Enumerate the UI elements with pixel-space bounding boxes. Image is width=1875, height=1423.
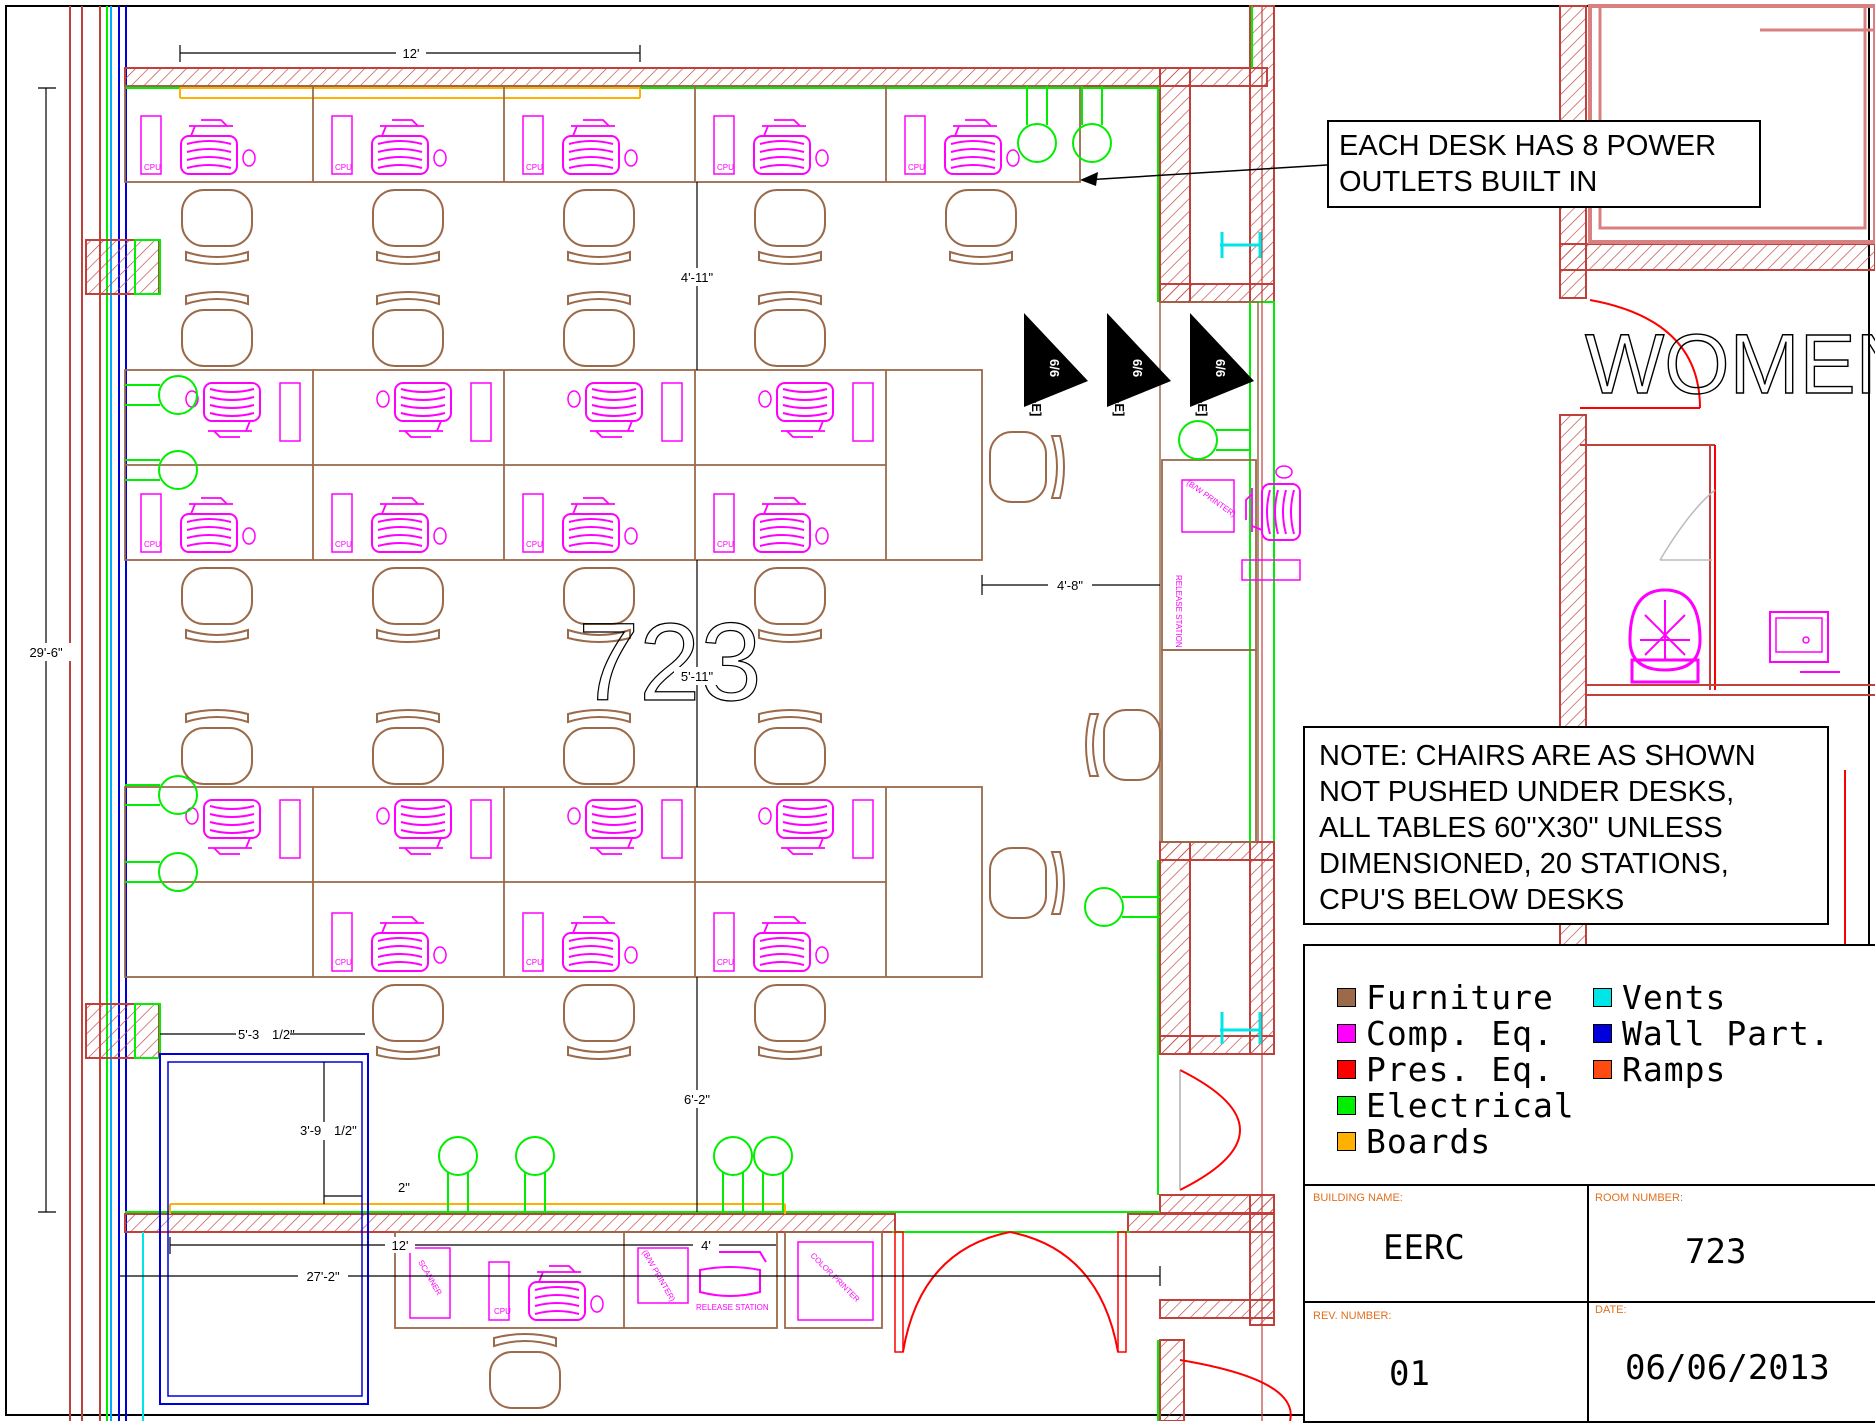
- dim-alcove-depth: 3'-9: [300, 1123, 321, 1138]
- legend-label: Vents: [1622, 978, 1727, 1017]
- power-outlets-callout: EACH DESK HAS 8 POWER OUTLETS BUILT IN: [1327, 120, 1761, 208]
- legend-swatch: [1337, 1096, 1356, 1115]
- tag-3-count: 6/6: [1213, 359, 1228, 377]
- legend-item-boards: Boards: [1337, 1122, 1491, 1161]
- cpu-label: CPU: [335, 163, 352, 172]
- title-block: BUILDING NAME: EERC ROOM NUMBER: 723 REV…: [1303, 1184, 1875, 1423]
- release-station-label: RELEASE STATION: [1174, 575, 1183, 648]
- tag-2-count: 6/6: [1130, 359, 1145, 377]
- power-outlets-text: EACH DESK HAS 8 POWER OUTLETS BUILT IN: [1339, 130, 1717, 198]
- dim-alcove-depth-frac: 1/2": [334, 1123, 357, 1138]
- desk-rows: [124, 85, 1257, 1329]
- building-name-value: EERC: [1383, 1228, 1465, 1268]
- tag-3-room: [723-E]: [1195, 373, 1210, 416]
- legend-item-ramps: Ramps: [1593, 1050, 1726, 1089]
- dim-bottom-short: 4': [701, 1238, 711, 1253]
- dim-top-run: 12': [403, 46, 420, 61]
- legend-item-wall-part: Wall Part.: [1593, 1014, 1831, 1053]
- color-printer-label: COLOR PRINTER: [809, 1251, 862, 1304]
- legend-swatch: [1593, 988, 1612, 1007]
- tag-2-room: [723-E]: [1112, 373, 1127, 416]
- dim-aisle-2: 5'-11": [681, 669, 714, 684]
- legend-swatch: [1337, 1132, 1356, 1151]
- cpu-label: CPU: [526, 163, 543, 172]
- legend-swatch: [1593, 1024, 1612, 1043]
- legend-swatch: [1337, 1060, 1356, 1079]
- legend-label: Boards: [1366, 1122, 1492, 1161]
- legend-label: Ramps: [1622, 1050, 1727, 1089]
- dim-aisle-1: 4'-11": [681, 270, 714, 285]
- cpu-label: CPU: [717, 540, 734, 549]
- tag-2-number: 7-0013: [1112, 335, 1127, 375]
- rev-number-value: 01: [1389, 1354, 1430, 1394]
- room-number-label: 723: [578, 601, 762, 724]
- bottom-wall: [124, 1053, 1275, 1421]
- equipment-labels: CPU CPU CPU CPU CPU CPU CPU CPU CPU CPU …: [144, 163, 1238, 1316]
- women-label: WOMEN: [1585, 317, 1875, 411]
- cpu-label: CPU: [144, 540, 161, 549]
- electrical-outlets: [125, 86, 1250, 1212]
- legend-label: Comp. Eq.: [1366, 1014, 1554, 1053]
- cpu-label: CPU: [526, 958, 543, 967]
- legend-swatch: [1337, 988, 1356, 1007]
- legend-swatch: [1593, 1060, 1612, 1079]
- legend-item-pres-eq: Pres. Eq.: [1337, 1050, 1554, 1089]
- dim-aisle-3: 6'-2": [684, 1092, 710, 1107]
- cpu-label: CPU: [717, 163, 734, 172]
- dim-bottom-run: 12': [392, 1238, 409, 1253]
- cpu-label: CPU: [717, 958, 734, 967]
- tag-1-number: 7-0014: [1029, 335, 1044, 376]
- dim-side-clearance: 4'-8": [1057, 578, 1083, 593]
- note-text: NOTE: CHAIRS ARE AS SHOWN NOT PUSHED UND…: [1319, 740, 1756, 916]
- room-number-caption: ROOM NUMBER:: [1595, 1192, 1683, 1204]
- cpu-label: CPU: [494, 1307, 511, 1316]
- dim-alcove-width-frac: 1/2": [272, 1027, 295, 1042]
- tag-1-count: 6/6: [1047, 359, 1062, 377]
- note-box: NOTE: CHAIRS ARE AS SHOWN NOT PUSHED UND…: [1303, 726, 1829, 925]
- room-number-value: 723: [1685, 1232, 1747, 1272]
- legend-item-comp-eq: Comp. Eq.: [1337, 1014, 1554, 1053]
- legend-swatch: [1337, 1024, 1356, 1043]
- bw-printer-label: (B/W PRINTER): [1185, 478, 1238, 519]
- tag-1-room: [723-E]: [1029, 373, 1044, 416]
- legend-label: Pres. Eq.: [1366, 1050, 1554, 1089]
- cpu-label: CPU: [526, 540, 543, 549]
- right-wall: [1157, 6, 1292, 1421]
- date-value: 06/06/2013: [1625, 1348, 1830, 1388]
- building-name-caption: BUILDING NAME:: [1313, 1192, 1403, 1204]
- dim-bottom-overall: 27'-2": [306, 1269, 340, 1284]
- scanner-label: SCANNER: [416, 1259, 443, 1298]
- top-wall: [124, 5, 1275, 303]
- legend: Furniture Comp. Eq. Pres. Eq. Electrical…: [1303, 944, 1875, 1188]
- cpu-label: CPU: [335, 958, 352, 967]
- cpu-label: CPU: [908, 163, 925, 172]
- dimension-labels: 12' 29'-6" 4'-11" 5'-11" 6'-2" 4'-8" 5'-…: [20, 45, 1092, 1284]
- legend-item-furniture: Furniture: [1337, 978, 1554, 1017]
- date-caption: DATE:: [1595, 1304, 1627, 1316]
- legend-item-vents: Vents: [1593, 978, 1726, 1017]
- network-tags: 7-0014 [723-E] 6/6 7-0013 [723-E] 6/6 7-…: [1024, 313, 1254, 416]
- dim-alcove-width: 5'-3: [238, 1027, 259, 1042]
- tag-3-number: 7-0012: [1195, 335, 1210, 375]
- rev-number-caption: REV. NUMBER:: [1313, 1310, 1392, 1322]
- cpu-label: CPU: [144, 163, 161, 172]
- legend-item-electrical: Electrical: [1337, 1086, 1575, 1125]
- legend-label: Electrical: [1366, 1086, 1575, 1125]
- dim-gap: 2": [398, 1180, 410, 1195]
- callout-leader: [1080, 164, 1328, 186]
- peripherals: [409, 479, 1235, 1321]
- dim-overall-height: 29'-6": [29, 645, 63, 660]
- cpu-label: CPU: [335, 540, 352, 549]
- legend-label: Furniture: [1366, 978, 1554, 1017]
- legend-label: Wall Part.: [1622, 1014, 1831, 1053]
- left-wall: [69, 6, 161, 1421]
- release-station-label: RELEASE STATION: [696, 1303, 769, 1312]
